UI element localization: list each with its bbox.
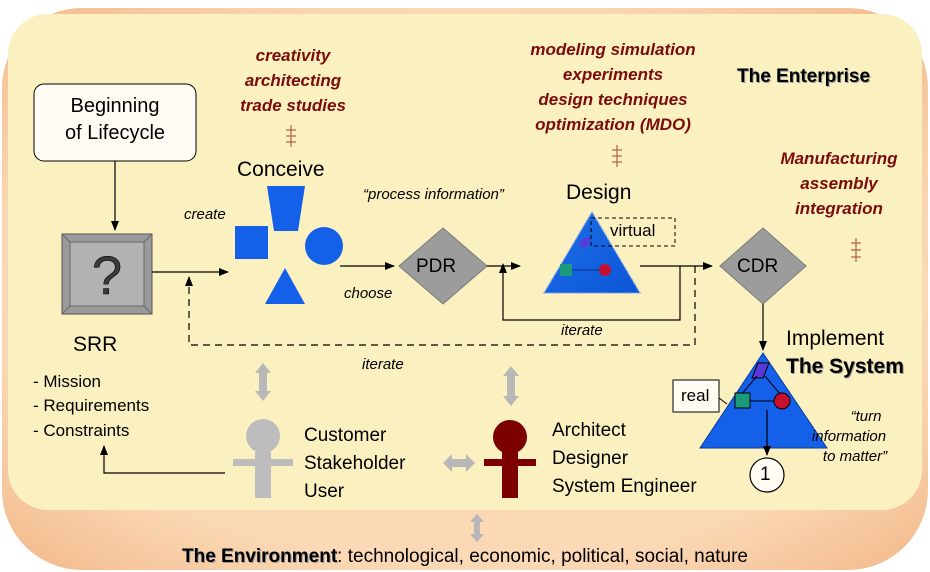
- circle-one: [749, 457, 785, 493]
- architect-person-icon: [484, 420, 536, 498]
- arrow-environment: [470, 514, 484, 542]
- edge-create: create: [184, 206, 226, 223]
- note-arrow-implement: [851, 238, 861, 262]
- real-label: real: [681, 386, 710, 405]
- srr-question-glyph: ?: [92, 246, 122, 306]
- system-title: The System: [786, 355, 904, 378]
- edge-iterate-upper: iterate: [561, 322, 603, 339]
- arrow-srr-customer: [255, 363, 271, 401]
- note-implement-3: integration: [795, 199, 883, 218]
- virtual-label: virtual: [610, 221, 656, 240]
- arrow-pdr-architect: [503, 366, 519, 406]
- design-label: Design: [566, 181, 632, 204]
- customer-role-2: Stakeholder: [304, 453, 406, 474]
- note-arrow-conceive: [286, 125, 296, 147]
- customer-person-icon: [233, 419, 293, 498]
- conceive-circle: [305, 227, 343, 265]
- note-implement-1: Manufacturing: [780, 149, 898, 168]
- note-conceive-1: creativity: [255, 46, 331, 65]
- turn-info-line3: to matter”: [822, 448, 888, 465]
- srr-output-constraints: - Constraints: [33, 421, 130, 440]
- note-design-4: optimization (MDO): [535, 115, 691, 134]
- srr-output-requirements: - Requirements: [33, 396, 150, 415]
- implement-label: Implement: [786, 327, 885, 350]
- pdr-label: PDR: [416, 256, 457, 277]
- circle-one-label: 1: [760, 464, 771, 485]
- edge-process-information: “process information”: [363, 186, 504, 203]
- note-arrow-design: [612, 145, 622, 167]
- note-design-2: experiments: [562, 65, 664, 84]
- architect-role-3: System Engineer: [552, 476, 697, 497]
- real-box: [672, 379, 720, 413]
- note-implement-2: assembly: [800, 174, 878, 193]
- note-design-1: modeling simulation: [530, 40, 696, 59]
- edge-iterate-lower: iterate: [362, 356, 404, 373]
- pdr-diamond: [398, 227, 488, 305]
- environment-label: The Environment: [181, 546, 338, 567]
- conceive-triangle: [265, 268, 305, 304]
- note-conceive-2: architecting: [244, 71, 342, 90]
- architect-role-2: Designer: [552, 448, 629, 469]
- environment-rest: : technological, economic, political, so…: [337, 546, 749, 567]
- conceive-label: Conceive: [237, 158, 325, 181]
- conceive-trapezoid: [267, 186, 305, 231]
- turn-info-line2: information: [811, 428, 887, 445]
- edge-choose: choose: [344, 285, 393, 302]
- srr-output-mission: - Mission: [33, 372, 102, 391]
- arrow-customer-architect: [443, 454, 475, 472]
- srr-label: SRR: [73, 333, 118, 356]
- note-conceive-3: trade studies: [240, 96, 346, 115]
- customer-role-1: Customer: [304, 425, 387, 446]
- turn-info-line1: “turn: [850, 408, 882, 425]
- architect-role-1: Architect: [552, 420, 626, 441]
- conceive-square: [235, 226, 268, 259]
- beginning-label-line2: of Lifecycle: [64, 122, 166, 144]
- customer-role-3: User: [304, 481, 345, 502]
- note-design-3: design techniques: [538, 90, 688, 109]
- cdr-label: CDR: [737, 256, 779, 277]
- enterprise-title: The Enterprise: [737, 66, 871, 87]
- virtual-box: [590, 217, 676, 247]
- beginning-label-line1: Beginning: [70, 95, 160, 117]
- environment-line: The Environment: technological, economic…: [0, 546, 930, 568]
